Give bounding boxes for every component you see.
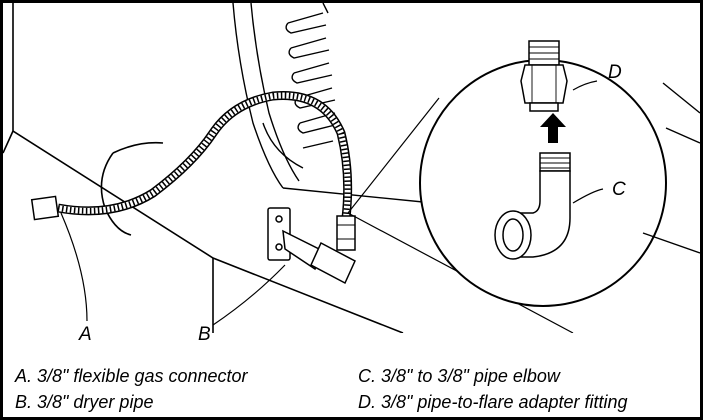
callout-b: B bbox=[198, 324, 211, 345]
dryer-pipe bbox=[267, 207, 356, 285]
legend-c: C. 3/8" to 3/8" pipe elbow bbox=[358, 366, 560, 386]
adapter-fitting bbox=[520, 40, 568, 112]
callout-d: D bbox=[608, 62, 622, 83]
cabinet-edge bbox=[642, 82, 700, 254]
vent-panel bbox=[232, 3, 434, 204]
arrow-up-icon bbox=[540, 113, 566, 143]
detail-inset bbox=[347, 40, 667, 333]
legend-b: B. 3/8" dryer pipe bbox=[15, 392, 154, 412]
callout-c: C bbox=[612, 179, 626, 200]
legend-d: D. 3/8" pipe-to-flare adapter fitting bbox=[358, 392, 628, 412]
dryer-cabinet bbox=[3, 3, 404, 333]
flexible-gas-connector bbox=[30, 90, 356, 251]
leader-lines bbox=[60, 212, 286, 326]
dryer-gas-connection-illustration bbox=[3, 3, 700, 333]
legend-a: A. 3/8" flexible gas connector bbox=[15, 366, 248, 386]
callout-a: A bbox=[79, 324, 92, 345]
pipe-elbow bbox=[494, 152, 571, 260]
